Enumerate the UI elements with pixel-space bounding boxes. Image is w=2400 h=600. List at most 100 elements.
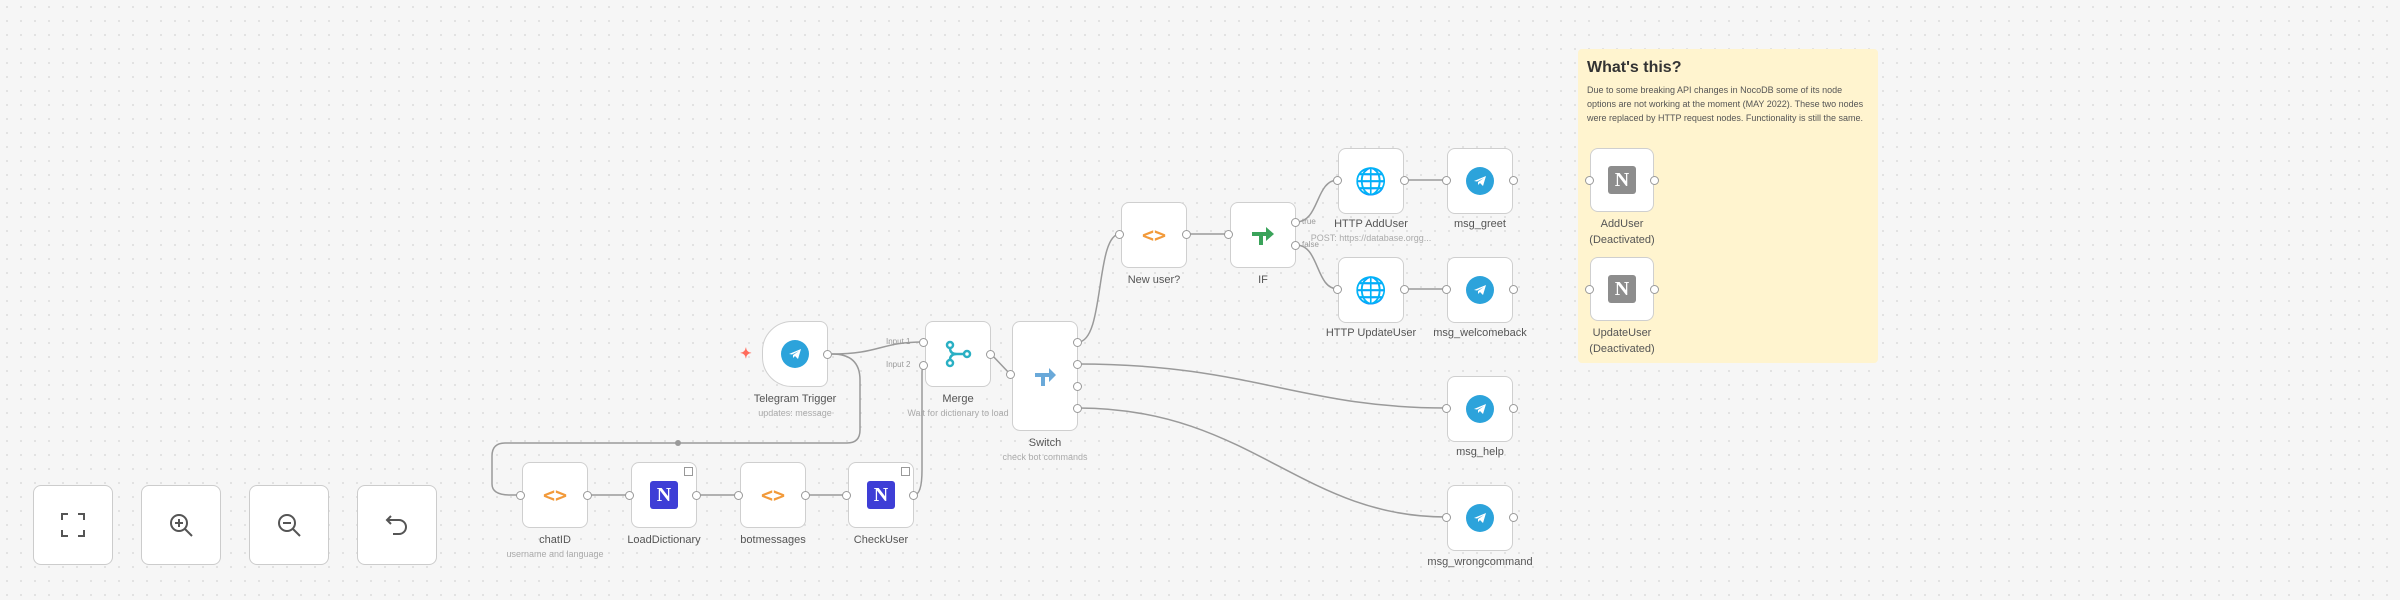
edge-if-updateuser (1295, 244, 1339, 290)
zoom-in-button[interactable] (141, 485, 221, 565)
input-port[interactable] (1006, 370, 1015, 379)
node-new-user[interactable]: <> (1121, 202, 1187, 268)
output-port[interactable] (909, 491, 918, 500)
fit-view-button[interactable] (33, 485, 113, 565)
sticky-note-title: What's this? (1587, 59, 1682, 76)
code-icon: <> (1141, 223, 1167, 247)
node-label: UpdateUser (1592, 327, 1652, 339)
output-port-true[interactable] (1291, 218, 1300, 227)
if-icon (1252, 227, 1274, 245)
node-chatid[interactable]: <> (522, 462, 588, 528)
note-icon (684, 467, 693, 476)
telegram-icon (1466, 167, 1494, 195)
output-port-3[interactable] (1073, 404, 1082, 413)
node-http-adduser[interactable]: 🌐 (1338, 148, 1404, 214)
output-port[interactable] (1400, 176, 1409, 185)
input-port[interactable] (1442, 513, 1451, 522)
input-port[interactable] (1224, 230, 1233, 239)
node-adduser-deactivated[interactable]: N (1590, 148, 1654, 212)
output-port[interactable] (1650, 285, 1659, 294)
output-port[interactable] (583, 491, 592, 500)
node-merge[interactable] (925, 321, 991, 387)
edge-switch-help (1077, 363, 1447, 409)
input-port[interactable] (734, 491, 743, 500)
input-port[interactable] (1333, 176, 1342, 185)
input-port[interactable] (516, 491, 525, 500)
telegram-icon (1466, 504, 1494, 532)
code-icon: <> (542, 483, 568, 507)
fullscreen-icon (61, 513, 85, 537)
input-port[interactable] (1585, 285, 1594, 294)
globe-icon: 🌐 (1354, 274, 1388, 305)
input-port[interactable] (1585, 176, 1594, 185)
reset-zoom-button[interactable] (357, 485, 437, 565)
output-port[interactable] (1182, 230, 1191, 239)
output-port-0[interactable] (1073, 338, 1082, 347)
node-msg-help[interactable] (1447, 376, 1513, 442)
node-label: Telegram Trigger (753, 393, 837, 405)
node-updateuser-deactivated[interactable]: N (1590, 257, 1654, 321)
edge-midpoint (675, 440, 681, 446)
output-port-2[interactable] (1073, 382, 1082, 391)
node-http-updateuser[interactable]: 🌐 (1338, 257, 1404, 323)
node-label: msg_welcomeback (1433, 327, 1527, 339)
edge-checkuser-merge (913, 364, 924, 496)
node-label: CheckUser (853, 534, 909, 546)
node-label: Merge (942, 393, 974, 405)
node-label: HTTP UpdateUser (1325, 327, 1417, 339)
output-port[interactable] (1400, 285, 1409, 294)
output-port[interactable] (801, 491, 810, 500)
zoom-out-icon (278, 514, 301, 537)
merge-icon (945, 340, 972, 368)
output-port-false[interactable] (1291, 241, 1300, 250)
node-telegram-trigger[interactable] (762, 321, 828, 387)
node-label: New user? (1127, 274, 1181, 286)
zoom-out-button[interactable] (249, 485, 329, 565)
input-port[interactable] (1115, 230, 1124, 239)
node-label: IF (1258, 274, 1268, 286)
output-port[interactable] (1509, 513, 1518, 522)
input-port-1[interactable] (919, 338, 928, 347)
telegram-icon (781, 340, 809, 368)
node-msg-welcomeback[interactable] (1447, 257, 1513, 323)
output-port-1[interactable] (1073, 360, 1082, 369)
code-icon: <> (760, 483, 786, 507)
edge-trigger-chatid (491, 353, 861, 496)
zoom-in-icon (170, 514, 193, 537)
sticky-note-body: Due to some breaking API changes in Noco… (1587, 85, 1864, 123)
input-port[interactable] (1442, 176, 1451, 185)
node-switch[interactable] (1012, 321, 1078, 431)
output-port[interactable] (823, 350, 832, 359)
output-port[interactable] (1509, 285, 1518, 294)
input-port[interactable] (1442, 404, 1451, 413)
input-port[interactable] (1333, 285, 1342, 294)
node-msg-greet[interactable] (1447, 148, 1513, 214)
notion-icon: N (650, 481, 678, 509)
edge-switch-wrong (1077, 407, 1447, 518)
add-trigger-icon[interactable]: ✦ (740, 345, 752, 361)
input-port-2[interactable] (919, 361, 928, 370)
input-port[interactable] (625, 491, 634, 500)
output-port[interactable] (692, 491, 701, 500)
port-label-input2: Input 2 (886, 360, 911, 369)
port-label-false: false (1302, 240, 1319, 249)
node-msg-wrongcommand[interactable] (1447, 485, 1513, 551)
port-label-true: true (1302, 217, 1316, 226)
output-port[interactable] (1509, 404, 1518, 413)
node-label: msg_greet (1454, 218, 1506, 230)
node-sublabel: check bot commands (1002, 452, 1088, 462)
input-port[interactable] (842, 491, 851, 500)
node-label: LoadDictionary (627, 534, 701, 546)
node-label: chatID (539, 534, 571, 546)
output-port[interactable] (1509, 176, 1518, 185)
output-port[interactable] (986, 350, 995, 359)
globe-icon: 🌐 (1354, 165, 1388, 196)
input-port[interactable] (1442, 285, 1451, 294)
telegram-icon (1466, 276, 1494, 304)
node-label-status: (Deactivated) (1589, 234, 1655, 246)
telegram-icon (1466, 395, 1494, 423)
node-if[interactable] (1230, 202, 1296, 268)
node-botmessages[interactable]: <> (740, 462, 806, 528)
output-port[interactable] (1650, 176, 1659, 185)
